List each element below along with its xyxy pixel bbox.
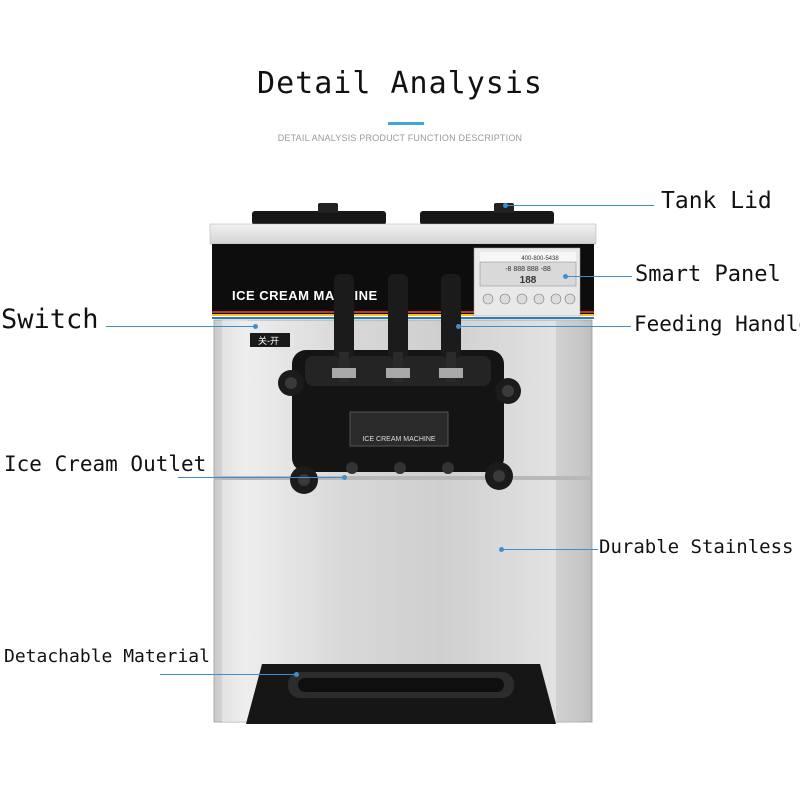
dot-switch bbox=[253, 324, 258, 329]
switch-text: 关-开 bbox=[258, 335, 279, 346]
label-tank-lid: Tank Lid bbox=[661, 188, 772, 214]
power-switch: 关-开 bbox=[250, 333, 290, 347]
label-ice-cream-outlet: Ice Cream Outlet bbox=[4, 452, 207, 476]
page-title: Detail Analysis bbox=[257, 66, 543, 101]
line-smart-panel bbox=[566, 276, 632, 277]
dot-durable-stainless bbox=[499, 547, 504, 552]
line-ice-cream-outlet bbox=[178, 477, 344, 478]
brand-band-text: ICE CREAM MACHINE bbox=[232, 288, 378, 303]
dot-ice-cream-outlet bbox=[342, 475, 347, 480]
smart-panel: 400-800-5438 -8 888 888 -88 188 bbox=[473, 247, 581, 317]
page-subtitle: DETAIL ANALYSIS PRODUCT FUNCTION DESCRIP… bbox=[277, 133, 523, 143]
line-switch bbox=[106, 326, 254, 327]
window-label-text: ICE CREAM MACHINE bbox=[362, 436, 435, 443]
line-tank-lid bbox=[506, 205, 654, 206]
label-smart-panel: Smart Panel bbox=[635, 262, 781, 287]
label-detachable-material: Detachable Material bbox=[4, 646, 210, 667]
dot-feeding-handle bbox=[456, 324, 461, 329]
line-detachable-material bbox=[160, 674, 296, 675]
feeding-handles bbox=[332, 274, 463, 382]
drip-tray bbox=[246, 664, 556, 724]
dot-smart-panel bbox=[563, 274, 568, 279]
top-plate bbox=[209, 223, 597, 245]
panel-phone: 400-800-5438 bbox=[521, 256, 559, 262]
tank-lid-left bbox=[252, 203, 386, 225]
dot-tank-lid bbox=[503, 203, 508, 208]
label-switch: Switch bbox=[1, 304, 99, 335]
dot-detachable-material bbox=[294, 672, 299, 677]
label-feeding-handle: Feeding Handle bbox=[634, 312, 800, 336]
line-feeding-handle bbox=[459, 326, 631, 327]
line-durable-stainless bbox=[502, 549, 598, 550]
label-durable-stainless: Durable Stainless bbox=[599, 536, 794, 558]
title-underline bbox=[388, 122, 424, 125]
panel-bottom-readout: 188 bbox=[520, 275, 537, 286]
panel-top-readout: -8 888 888 -88 bbox=[505, 266, 551, 273]
tank-lid-right bbox=[420, 203, 554, 225]
